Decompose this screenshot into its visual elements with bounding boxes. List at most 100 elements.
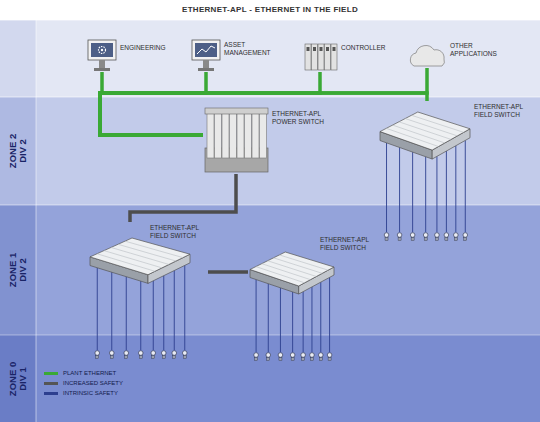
zone-bands (0, 97, 540, 205)
zone-side-faces (0, 20, 540, 422)
instrument-cable (436, 156, 437, 232)
cable-connector (100, 93, 427, 135)
field-instrument (411, 238, 414, 241)
field-instrument (255, 358, 258, 361)
cloud-icon (410, 46, 444, 66)
field-instrument (318, 353, 323, 358)
field-instrument (410, 233, 415, 238)
monitor-icon (99, 60, 105, 68)
field-instrument (279, 358, 282, 361)
instrument-cable (455, 146, 456, 232)
instrument-cable (311, 287, 312, 352)
legend-swatch (44, 382, 58, 385)
instrument-cable (126, 277, 127, 350)
device-node: ENGINEERING (86, 38, 168, 72)
field-instrument (397, 233, 402, 238)
zone-label: ZONE 1 DIV 2 (8, 246, 28, 294)
field-instrument (95, 351, 100, 356)
field-instrument (464, 238, 467, 241)
diagram-title: ETHERNET-APL - ETHERNET IN THE FIELD (0, 5, 540, 14)
instrument-cable (412, 152, 413, 232)
power-switch-icon (205, 108, 268, 114)
switch-ridge (256, 267, 305, 283)
device-label: ASSET MANAGEMENT (224, 41, 276, 57)
power-switch-icon (205, 108, 268, 172)
monitor-icon (94, 68, 110, 71)
field-instrument (385, 238, 388, 241)
legend-row: INTRINSIC SAFETY (44, 388, 123, 398)
controller-icon (333, 47, 336, 51)
zone-bands (0, 205, 540, 335)
zone-side-faces (0, 205, 540, 206)
field-instrument (435, 233, 440, 238)
instrument-cable (399, 147, 400, 232)
instrument-cable (184, 265, 185, 350)
zone-band: ZONE 1 DIV 2 ETHERNET-APL FIELD SWITCH ETH… (0, 205, 540, 335)
instrument-cable (303, 292, 304, 352)
device-label: ETHERNET-APL FIELD SWITCH (150, 224, 206, 240)
switch-ridge (279, 255, 328, 270)
power-switch-icon (237, 112, 244, 158)
switch-ridge (393, 125, 445, 143)
legend-row: INCREASED SAFETY (44, 378, 123, 388)
monitor-icon (91, 43, 113, 57)
field-instrument (327, 353, 332, 358)
zone-bands (0, 335, 540, 422)
instrument-cable (320, 282, 321, 352)
controller-icon (312, 44, 318, 70)
field-instrument (328, 358, 331, 361)
field-instrument (463, 233, 468, 238)
switch-ridge (274, 258, 323, 274)
field-instrument (310, 358, 313, 361)
field-instrument (125, 356, 128, 359)
field-instrument (291, 358, 294, 361)
cable-connector (100, 72, 203, 135)
field-instrument (161, 351, 166, 356)
field-instrument (138, 351, 143, 356)
field-instrument (96, 356, 99, 359)
switch-ridge (268, 261, 317, 277)
field-instrument (172, 351, 177, 356)
field-instrument (109, 351, 114, 356)
monitor-icon (88, 40, 116, 60)
field-instrument (278, 353, 283, 358)
instrument-cable (268, 284, 269, 352)
zone-bands (0, 0, 540, 20)
power-switch-icon (222, 112, 229, 158)
controller-icon (313, 47, 316, 51)
monitor-icon (198, 68, 214, 71)
zone-band: ZONE 0 DIV 1 (0, 335, 540, 422)
power-switch-icon (260, 112, 267, 158)
power-switch-icon (252, 112, 259, 158)
zone-side-faces (0, 20, 540, 21)
legend-text: INTRINSIC SAFETY (63, 390, 118, 396)
instrument-cable (329, 277, 330, 352)
controller-icon (318, 44, 324, 70)
field-instrument (319, 358, 322, 361)
monitor-icon (195, 43, 217, 57)
field-instrument (424, 238, 427, 241)
device-label: ETHERNET-APL FIELD SWITCH (320, 236, 376, 252)
switch-ridge (125, 241, 183, 257)
switch-ridge (405, 119, 457, 136)
device-node: CONTROLLER (303, 38, 387, 72)
cable-connector (130, 174, 236, 222)
instrument-cable (97, 268, 98, 350)
device-label: OTHER APPLICATIONS (450, 42, 512, 58)
field-switch-illustration (380, 112, 470, 241)
instrument-cable (386, 143, 387, 232)
device-node: ETHERNET-APL FIELD SWITCH (88, 222, 208, 294)
instrument-cable (465, 140, 466, 232)
controller-icon (307, 47, 310, 51)
device-label: ETHERNET-APL FIELD SWITCH (474, 103, 532, 119)
switch-ridge (97, 254, 155, 272)
instrument-cable (174, 271, 175, 350)
controller-icon (326, 47, 329, 51)
field-instrument (302, 358, 305, 361)
field-instrument (398, 238, 401, 241)
field-instrument (384, 233, 389, 238)
field-instrument (454, 238, 457, 241)
zone-label: ZONE 0 DIV 1 (8, 355, 28, 403)
